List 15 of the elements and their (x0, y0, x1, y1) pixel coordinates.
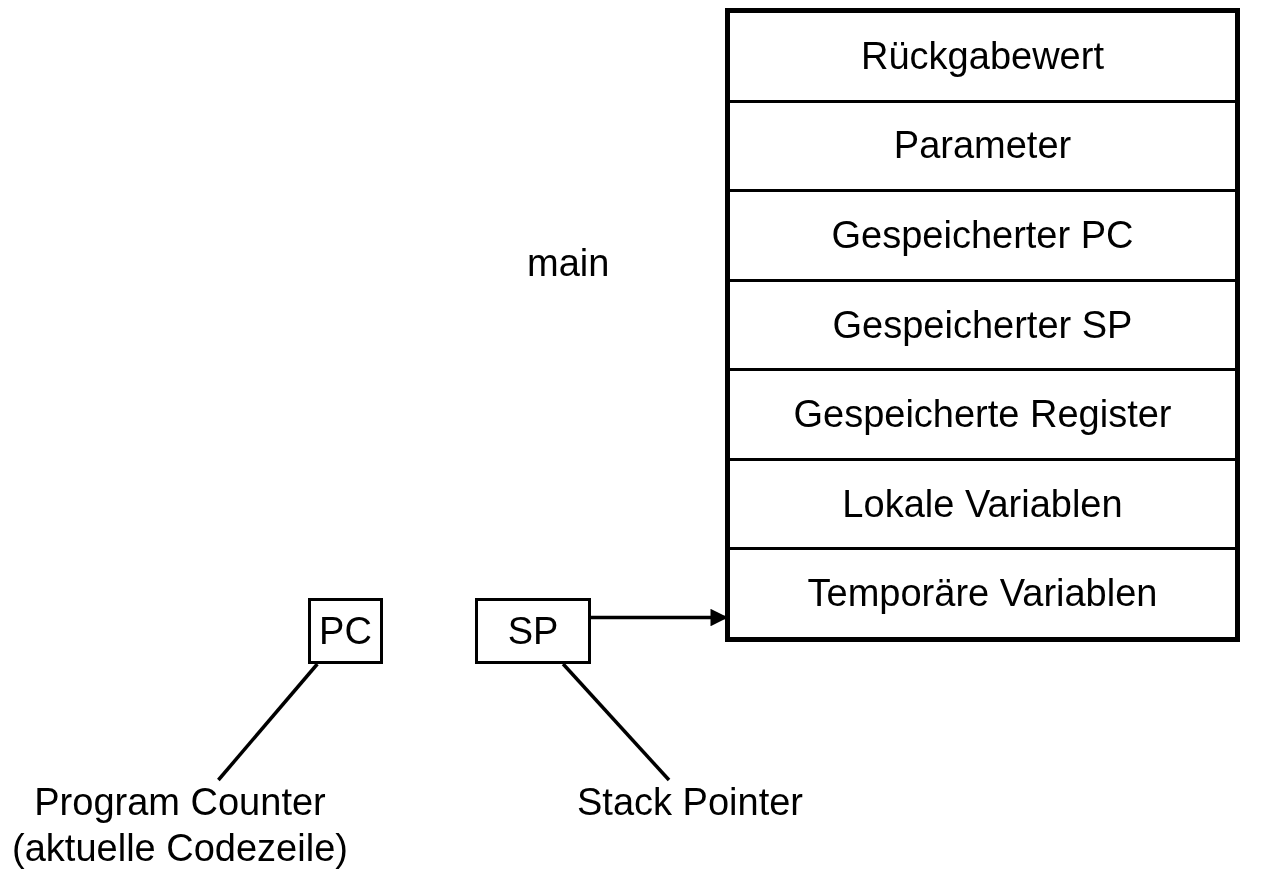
stack-frame (725, 8, 1240, 642)
stack-slot: Gespeicherte Register (730, 368, 1235, 458)
stack-slot: Rückgabewert (730, 13, 1235, 100)
register-box: SP (475, 598, 591, 664)
leader-line (217, 662, 319, 782)
stack-slot: Parameter (730, 99, 1235, 190)
annotation-text: Program Counter (aktuelle Codezeile) (0, 780, 360, 870)
leader-line (561, 662, 671, 782)
stack-slot: Gespeicherter SP (730, 278, 1235, 369)
stack-slot: Gespeicherter PC (730, 189, 1235, 279)
register-box: PC (308, 598, 383, 664)
stack-slot: Temporäre Variablen (730, 547, 1235, 638)
annotation-text: Stack Pointer (545, 780, 835, 826)
stack-slot: Lokale Variablen (730, 457, 1235, 548)
frame-label: main (527, 242, 610, 285)
